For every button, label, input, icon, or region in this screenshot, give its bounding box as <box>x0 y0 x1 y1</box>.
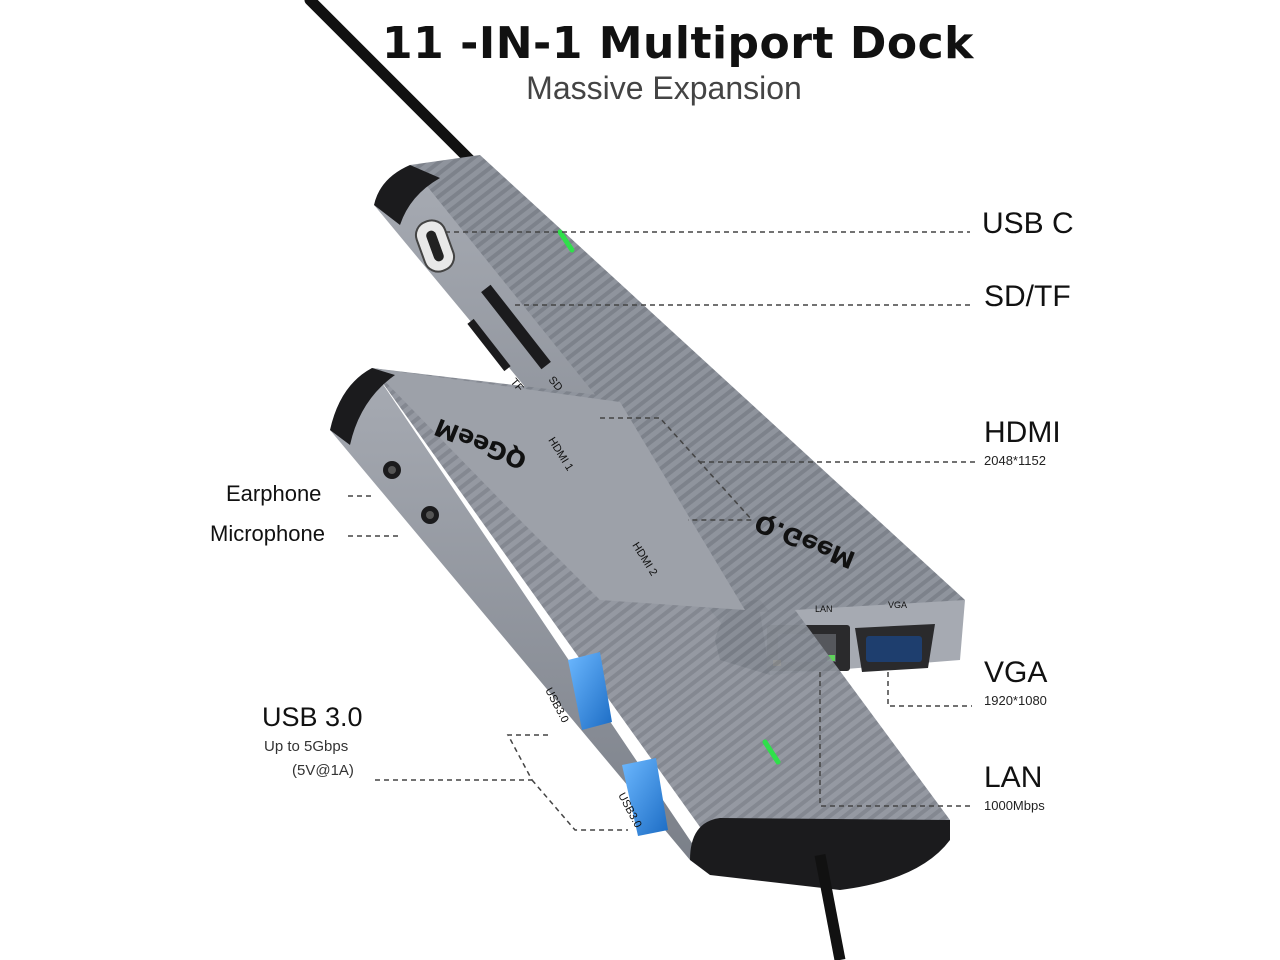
label-usb-c: USB C <box>982 207 1074 240</box>
label-lan-detail: 1000Mbps <box>984 798 1045 813</box>
upper-led <box>557 229 575 253</box>
lower-dock <box>330 368 950 890</box>
lower-dock-plain-top <box>372 368 745 610</box>
cable-bottom <box>814 853 846 960</box>
tf-slot <box>467 318 511 372</box>
leader-usb30-2 <box>531 779 628 831</box>
upper-dock-top <box>410 155 965 615</box>
upper-dock-endcap <box>374 165 440 225</box>
label-microphone: Microphone <box>210 521 325 546</box>
label-usb30-detail2: (5V@1A) <box>292 762 354 779</box>
leader-lan <box>819 672 972 807</box>
leader-hdmi <box>600 417 754 521</box>
port-label-vga: VGA <box>888 600 907 610</box>
label-vga: VGA <box>984 656 1048 689</box>
label-hdmi: HDMI <box>984 416 1061 449</box>
port-label-lan: LAN <box>815 604 833 614</box>
label-vga-detail: 1920*1080 <box>984 693 1047 708</box>
label-earphone: Earphone <box>226 481 322 506</box>
label-usb30: USB 3.0 <box>262 702 363 732</box>
leader-lines <box>348 231 975 831</box>
cable-top <box>304 0 491 181</box>
lower-dock-front-cap <box>690 818 950 890</box>
sd-slot <box>481 284 551 370</box>
label-hdmi-detail: 2048*1152 <box>984 453 1046 468</box>
lower-dock-side <box>330 368 700 860</box>
page-subtitle: Massive Expansion <box>526 70 802 106</box>
page-title: 11 -IN-1 Multiport Dock <box>382 18 974 69</box>
leader-usb30 <box>375 734 552 781</box>
usb-a-port-1 <box>568 652 612 730</box>
label-sd-tf: SD/TF <box>984 280 1071 313</box>
usb-a-port-2 <box>622 758 668 836</box>
label-lan: LAN <box>984 761 1043 794</box>
lower-dock-rear-cap <box>330 368 395 445</box>
lower-led <box>762 739 781 765</box>
label-usb30-detail1: Up to 5Gbps <box>264 738 349 755</box>
leader-vga <box>887 672 972 707</box>
